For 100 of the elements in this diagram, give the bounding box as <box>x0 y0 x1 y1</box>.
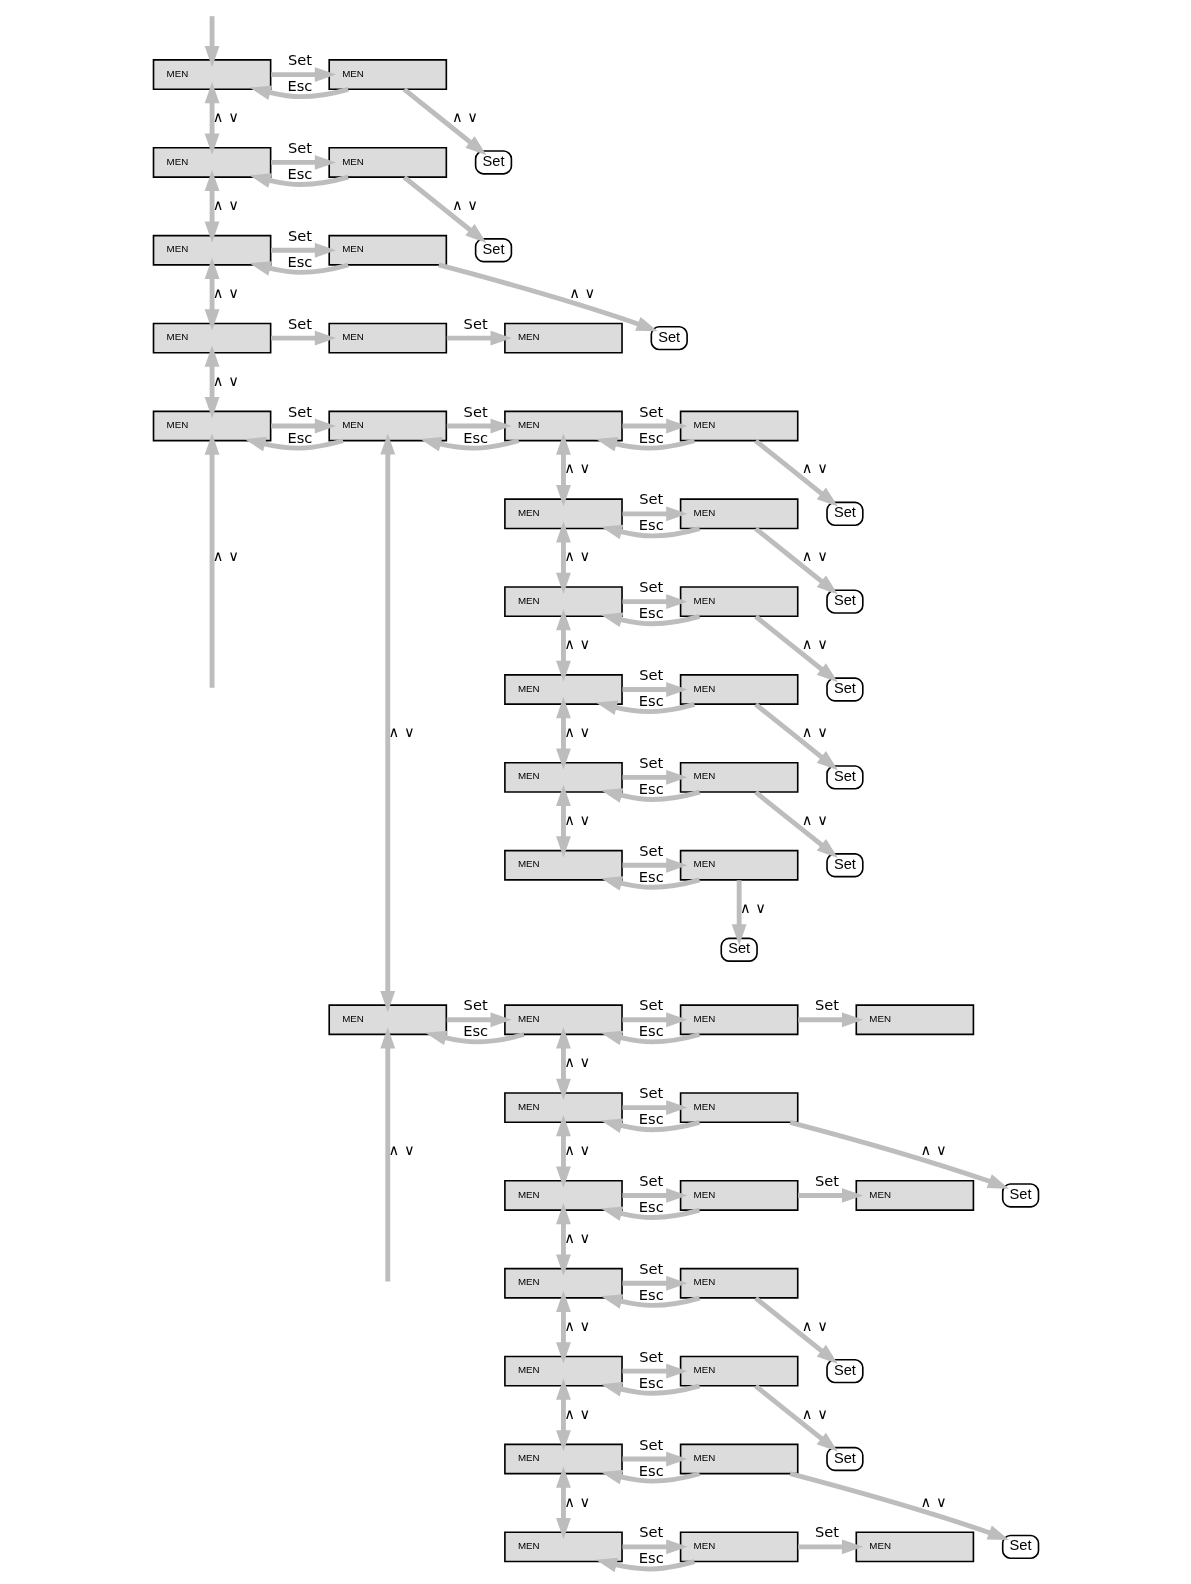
arrow <box>379 1027 395 1282</box>
edge-label: Set <box>287 314 312 332</box>
edge-label: Set <box>814 1172 839 1190</box>
node-box: MEN <box>503 849 623 881</box>
node-box: MEN <box>152 410 271 442</box>
arrow <box>379 433 395 1013</box>
node-box: MEN <box>503 1004 623 1036</box>
node-box: MEN <box>327 146 447 178</box>
node-box: MEN <box>679 1531 799 1563</box>
edge-label: Set <box>638 578 663 596</box>
arrow <box>600 524 700 540</box>
edge-label: Set <box>638 1084 663 1102</box>
arrow <box>753 1296 838 1364</box>
arrow <box>270 67 336 82</box>
node-box: MEN <box>679 674 799 705</box>
arrow <box>789 1119 1009 1189</box>
edge-label: ∧ ∨ <box>920 1141 947 1159</box>
edge-label: Esc <box>286 252 312 270</box>
arrow <box>204 257 219 331</box>
arrow <box>753 438 838 507</box>
node-box: MEN <box>503 498 623 530</box>
edge-label: ∧ ∨ <box>563 1228 590 1246</box>
arrow <box>600 1382 700 1397</box>
arrow <box>555 1378 571 1452</box>
node-box: MEN <box>679 1355 799 1387</box>
node-box: Set <box>825 501 864 526</box>
node-box: Set <box>474 238 512 263</box>
edge-label: Set <box>814 1523 839 1541</box>
arrow <box>437 262 658 332</box>
arrow <box>600 612 700 628</box>
edge-label: Esc <box>638 867 664 885</box>
node-box: MEN <box>503 586 623 618</box>
arrow <box>621 857 687 873</box>
edge-label: Set <box>463 314 488 332</box>
arrow <box>446 418 512 434</box>
node-box: Set <box>650 325 688 351</box>
arrow <box>600 1030 700 1046</box>
edge-label: ∧ ∨ <box>563 723 590 741</box>
edge-label: Esc <box>638 1373 664 1391</box>
edge-label: Esc <box>638 1022 664 1040</box>
arrow <box>402 87 487 156</box>
edge-label: ∧ ∨ <box>212 547 239 565</box>
arrow <box>621 682 687 697</box>
edge-label: ∧ ∨ <box>563 1316 590 1334</box>
arrow <box>753 1384 838 1452</box>
arrow <box>270 330 336 346</box>
edge-label: Set <box>638 490 663 508</box>
node-box: MEN <box>679 1004 799 1036</box>
node-box: Set <box>825 1358 864 1384</box>
arrow <box>555 784 571 858</box>
node-box: MEN <box>152 322 271 354</box>
arrow <box>595 436 695 452</box>
node-box: MEN <box>327 59 447 91</box>
node-box: Set <box>825 589 864 614</box>
edge-label: Set <box>638 1435 663 1453</box>
edge-label: Set <box>638 996 663 1014</box>
edge-label: ∧ ∨ <box>920 1492 947 1510</box>
node-box: MEN <box>679 849 799 881</box>
arrow <box>731 880 747 946</box>
edge-label: Esc <box>286 165 312 183</box>
edge-label: ∧ ∨ <box>568 283 595 301</box>
edge-label: Set <box>463 996 488 1014</box>
arrow <box>555 609 571 682</box>
arrow <box>753 614 838 683</box>
edge-label: Set <box>638 1172 663 1190</box>
arrow <box>243 436 344 452</box>
edge-label: Set <box>638 753 663 771</box>
arrow <box>419 436 519 452</box>
edge-label: Set <box>638 402 663 420</box>
arrow <box>621 1539 687 1555</box>
edge-label: Set <box>638 841 663 859</box>
edge-label: Set <box>638 1259 663 1277</box>
arrow <box>600 1294 700 1309</box>
edge-label: ∧ ∨ <box>212 108 239 126</box>
edge-label: Set <box>287 138 312 156</box>
node-box: MEN <box>327 1004 447 1036</box>
arrow <box>204 345 219 419</box>
arrow <box>555 521 571 594</box>
edge-label: Esc <box>638 1461 664 1479</box>
arrow <box>600 1469 700 1485</box>
node-box: MEN <box>152 146 271 178</box>
arrow <box>600 1118 700 1133</box>
edge-label: ∧ ∨ <box>739 898 766 916</box>
edge-label: Set <box>463 402 488 420</box>
node-box: MEN <box>503 761 623 793</box>
arrow <box>204 169 219 243</box>
edge-label: Esc <box>638 779 664 797</box>
arrow <box>621 418 687 434</box>
arrow <box>402 175 487 244</box>
node-box: Set <box>825 1446 864 1472</box>
node-box: MEN <box>854 1004 974 1036</box>
arrow <box>424 1030 525 1046</box>
node-box: MEN <box>327 234 447 266</box>
node-box: Set <box>1001 1183 1039 1208</box>
arrow <box>600 1206 700 1221</box>
edge-label: ∧ ∨ <box>212 195 239 213</box>
edge-label: Set <box>287 51 312 69</box>
edge-label: Esc <box>638 1285 664 1303</box>
edge-label: ∧ ∨ <box>801 635 828 653</box>
edge-label: ∧ ∨ <box>563 635 590 653</box>
